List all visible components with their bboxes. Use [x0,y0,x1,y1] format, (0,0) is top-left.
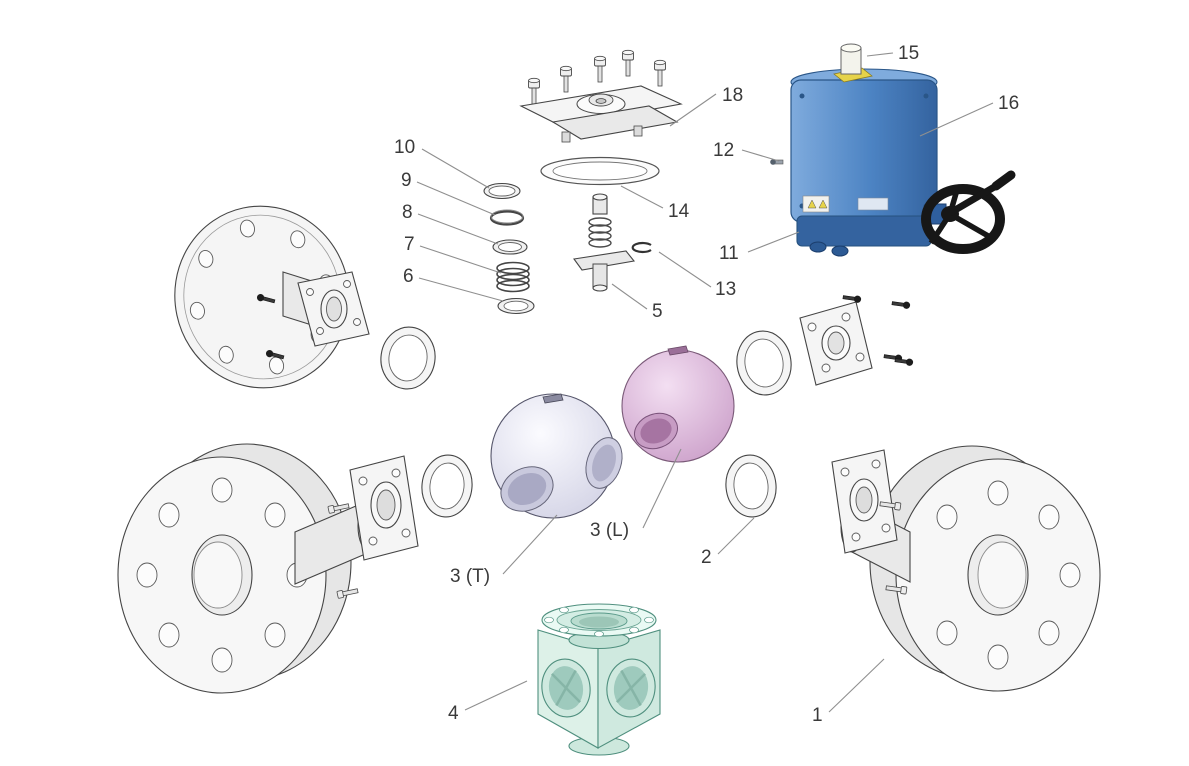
callout-label: 10 [394,137,415,158]
handwheel [921,170,1016,254]
mounting-bracket [519,49,683,143]
callout-label: 18 [722,85,743,106]
spring-7 [496,261,530,293]
callout-11: 11 [719,231,800,264]
callout-label: 1 [812,705,823,726]
valve-stem [573,193,636,292]
callout-12: 12 [713,140,780,162]
washer-stack [483,182,535,315]
callout-5: 5 [611,283,663,322]
seat-ring-right [725,454,777,518]
stem-slot [542,393,564,404]
callout-label: 16 [998,93,1019,114]
wave-washer-9 [489,209,525,226]
body-top-flange [541,603,657,638]
electric-actuator [770,43,1016,257]
thrust-washer-10 [483,182,521,200]
callout-15: 15 [866,43,919,64]
conduit-entry [831,245,849,257]
callout-9: 9 [401,170,496,216]
callout-label: 14 [668,201,690,222]
callout-3l: 3 (L) [590,448,682,541]
callout-2: 2 [701,517,755,568]
stem-washer-6 [497,297,535,315]
circlip [631,241,652,254]
body-port-left [541,658,591,718]
actuator-screw [770,159,784,165]
callout-label: 7 [404,234,415,255]
seat-ring-left [421,454,473,518]
callout-18: 18 [669,85,743,127]
callout-label: 4 [448,703,459,724]
callout-13: 13 [658,251,736,300]
callout-14: 14 [620,185,690,222]
callout-16: 16 [919,93,1019,137]
warning-triangle-icon [807,199,817,209]
position-indicator [833,43,873,83]
body-port-right [606,658,656,718]
callout-label: 12 [713,140,734,161]
callout-label: 6 [403,266,414,287]
callout-7: 7 [404,234,502,274]
callout-label: 3 (T) [450,566,490,587]
warning-triangle-icon [818,199,828,209]
ball-l-port [621,345,735,463]
stem-slot [667,345,689,356]
valve-body [537,603,661,756]
crank-lever [948,182,998,217]
callout-label: 9 [401,170,412,191]
callout-label: 3 (L) [590,520,629,541]
callout-6: 6 [403,266,504,302]
nameplate [857,197,889,211]
callout-label: 13 [715,279,736,300]
callouts: 18 14 15 16 12 11 13 5 [394,43,1019,726]
conduit-entry [809,241,827,253]
callout-10: 10 [394,137,490,189]
callout-label: 11 [719,243,739,264]
ball-t-port [490,393,623,519]
screw [842,293,863,304]
body-end-flange-right [831,445,1101,692]
callout-4: 4 [448,680,528,724]
packing-ring-8 [492,239,528,255]
callout-label: 2 [701,547,712,568]
callout-label: 8 [402,202,413,223]
callout-8: 8 [402,202,499,245]
gasket-ring-upper-left [380,326,436,390]
flange-gasket [540,156,660,186]
body-end-flange-left [117,443,419,694]
screw [891,299,912,310]
actuator-base [796,215,932,247]
callout-1: 1 [812,658,885,726]
crank-grip [991,170,1016,191]
mounting-flange-upper-right [736,293,915,396]
callout-label: 5 [652,301,663,322]
callout-3t: 3 (T) [450,514,558,587]
callout-label: 15 [898,43,919,64]
end-cap-flange-upper-left [174,205,370,389]
